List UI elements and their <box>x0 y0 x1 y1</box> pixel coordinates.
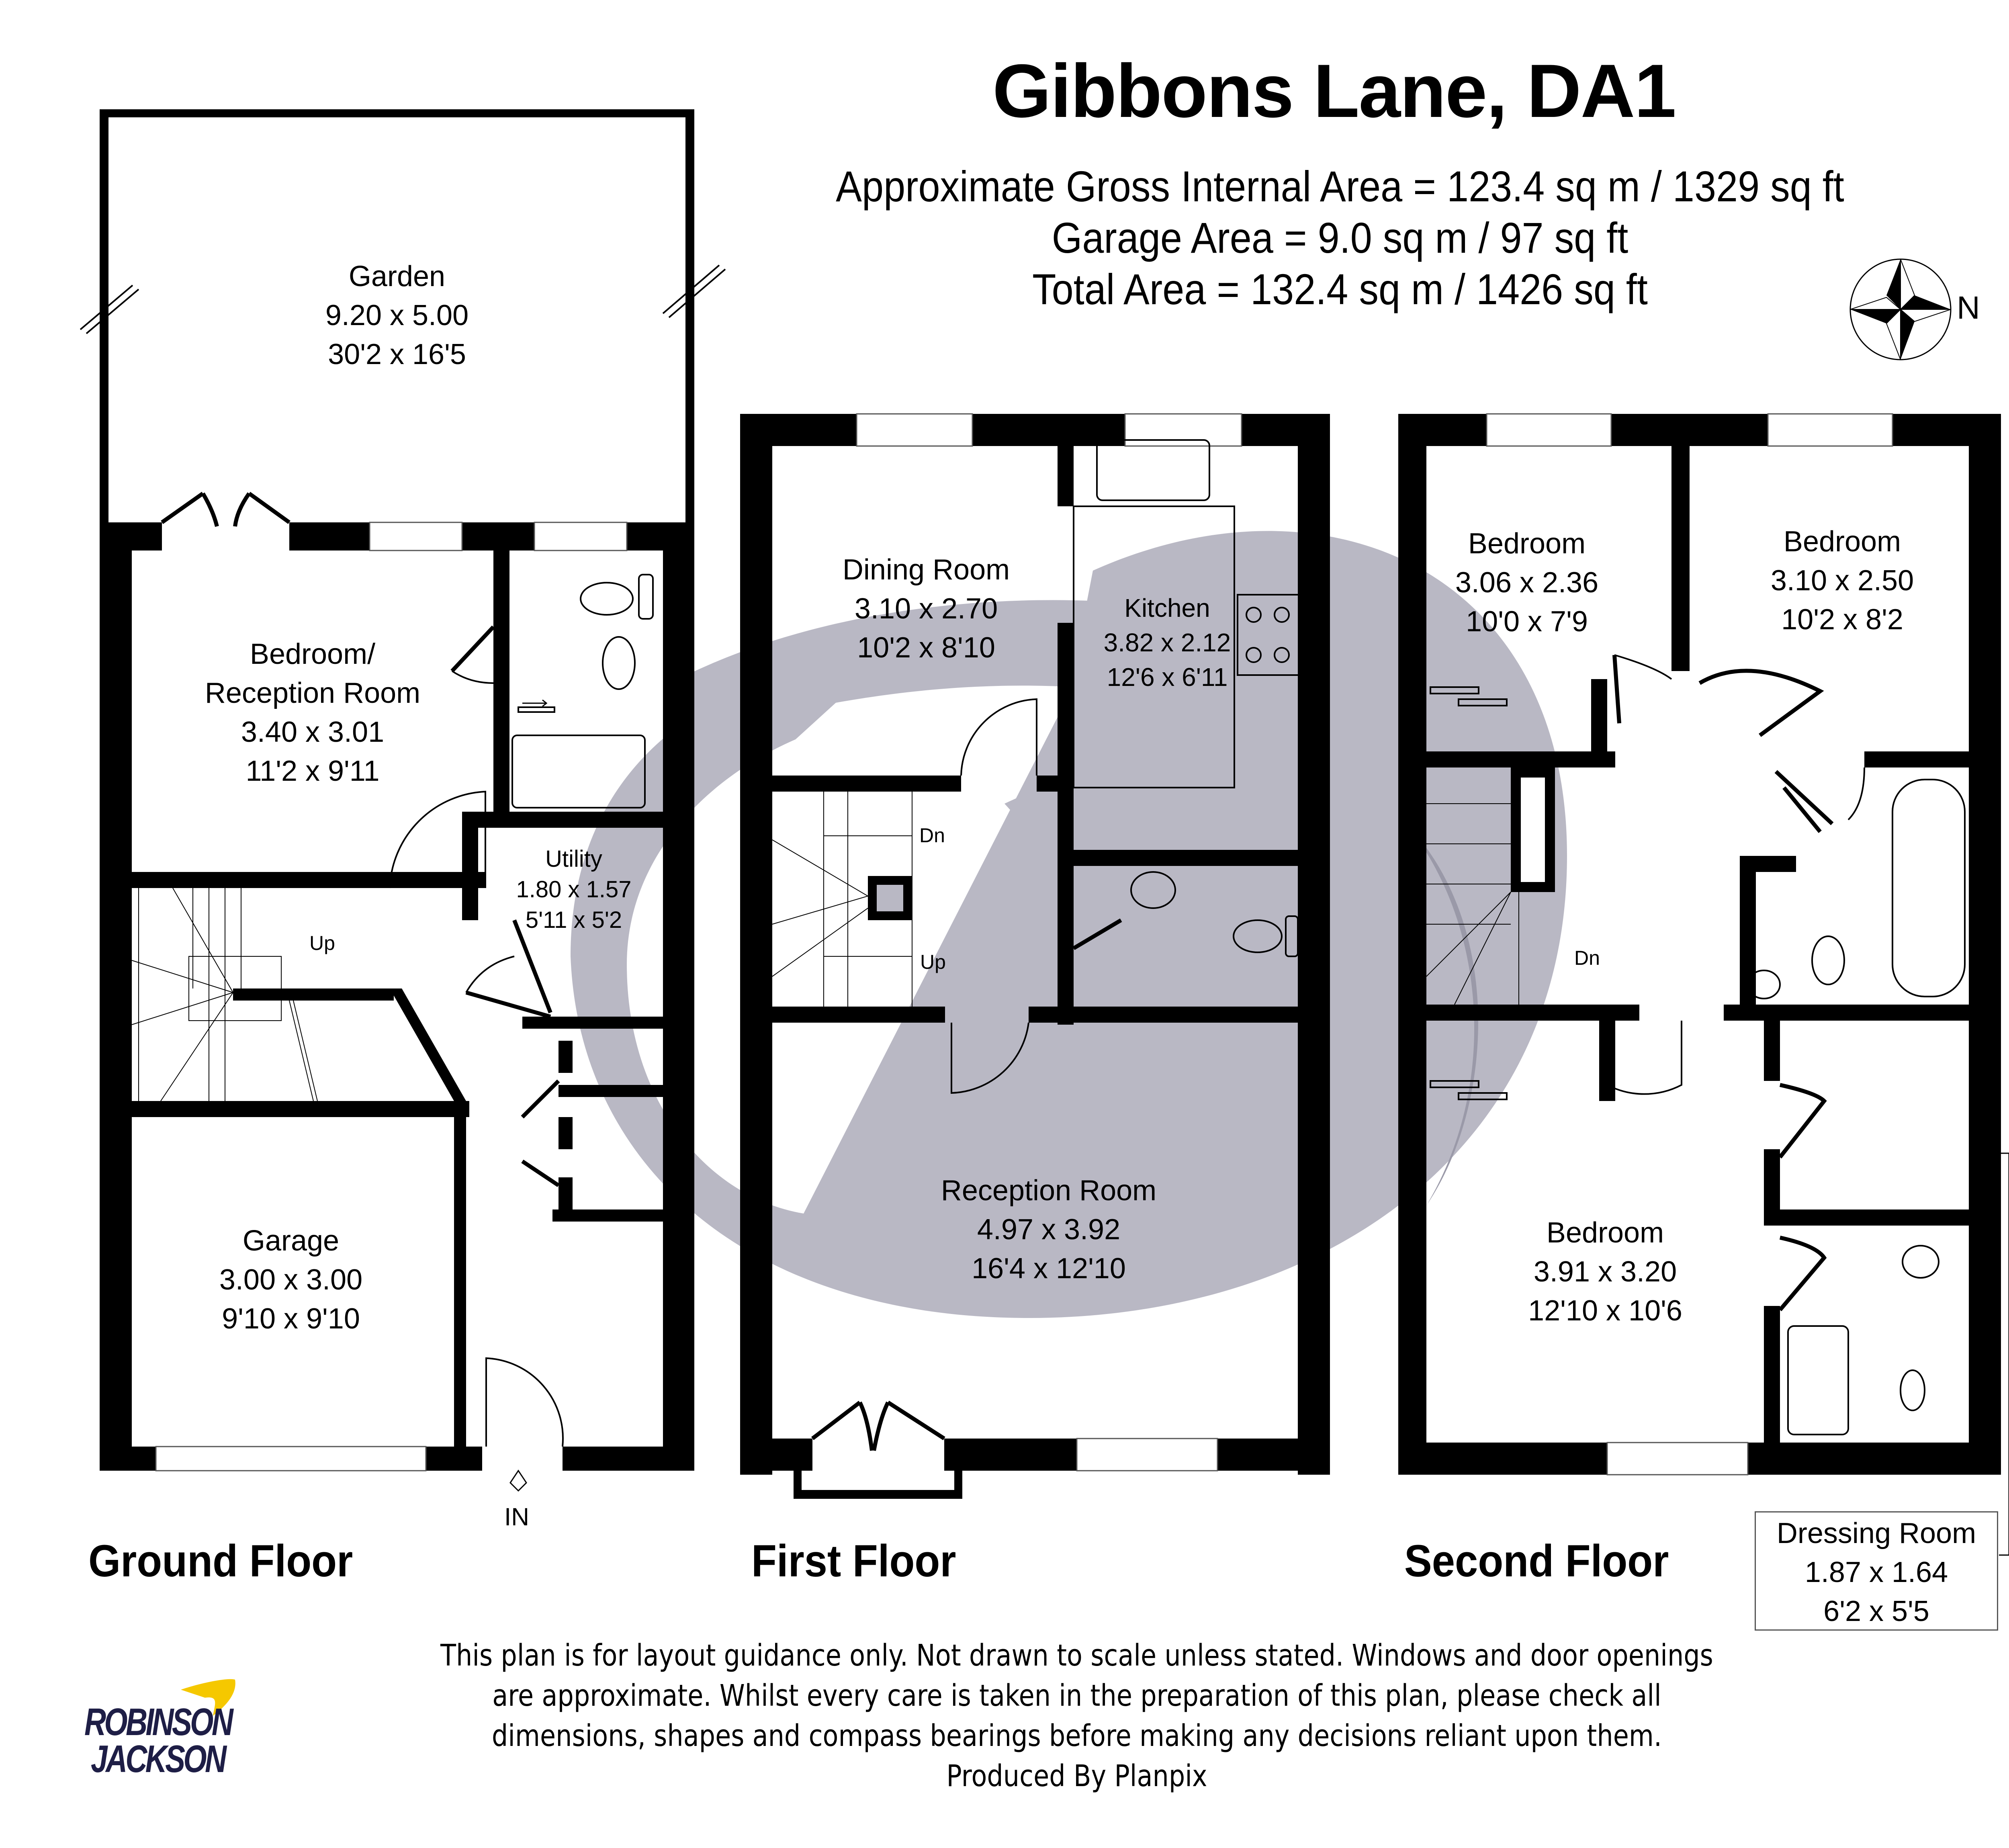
agent-logo: ROBINSON JACKSON <box>84 1701 253 1780</box>
room-name-line2: Reception Room <box>205 677 421 709</box>
disclaimer-line: This plan is for layout guidance only. N… <box>440 1638 1713 1673</box>
ground-floor-walls <box>80 109 726 1471</box>
second-floor-walls <box>1398 413 2001 1476</box>
room-utility: Utility 1.80 x 1.57 5'11 x 5'2 <box>516 844 632 935</box>
room-name: Bedroom <box>1468 528 1586 560</box>
room-bedroom-2b: Bedroom 3.10 x 2.50 10'2 x 8'2 <box>1771 522 1914 639</box>
room-name: Kitchen <box>1124 593 1210 622</box>
second-floor-fixtures <box>1426 654 2009 1556</box>
disclaimer: This plan is for layout guidance only. N… <box>427 1635 1727 1796</box>
room-imperial: 30'2 x 16'5 <box>328 338 466 370</box>
ground-floor-fixtures <box>131 491 654 1492</box>
room-name: Bedroom <box>1783 526 1901 558</box>
room-metric: 9.20 x 5.00 <box>325 299 469 332</box>
entrance-label: IN <box>504 1503 529 1531</box>
room-imperial: 12'10 x 10'6 <box>1528 1295 1682 1327</box>
room-metric: 3.10 x 2.50 <box>1770 565 1914 597</box>
room-dining: Dining Room 3.10 x 2.70 10'2 x 8'10 <box>843 551 1010 667</box>
room-imperial: 10'0 x 7'9 <box>1466 606 1588 638</box>
room-metric: 1.87 x 1.64 <box>1804 1556 1948 1588</box>
room-imperial: 9'10 x 9'10 <box>222 1303 360 1335</box>
room-garden: Garden 9.20 x 5.00 30'2 x 16'5 <box>325 257 468 374</box>
stairs-down-label: Dn <box>1574 947 1600 969</box>
room-imperial: 6'2 x 5'5 <box>1823 1595 1929 1627</box>
logo-line-1: ROBINSON <box>84 1701 233 1744</box>
first-floor-walls <box>740 413 1330 1499</box>
room-name: Utility <box>545 846 602 872</box>
room-name: Bedroom/ <box>250 638 376 670</box>
room-imperial: 11'2 x 9'11 <box>245 755 380 787</box>
stairs-down-label: Dn <box>919 824 945 847</box>
room-imperial: 12'6 x 6'11 <box>1107 663 1228 692</box>
room-name: Bedroom <box>1546 1217 1664 1249</box>
gross-internal-area: Approximate Gross Internal Area = 123.4 … <box>836 162 1844 211</box>
room-name: Reception Room <box>941 1175 1157 1207</box>
second-floor-label: Second Floor <box>1404 1536 1669 1586</box>
room-name: Garden <box>348 260 446 293</box>
ground-floor-label: Ground Floor <box>88 1536 353 1586</box>
room-reception: Reception Room 4.97 x 3.92 16'4 x 12'10 <box>941 1171 1156 1288</box>
room-metric: 3.10 x 2.70 <box>854 593 998 625</box>
compass-north-label: N <box>1957 290 1980 325</box>
room-imperial: 10'2 x 8'10 <box>857 632 995 664</box>
total-area: Total Area = 132.4 sq m / 1426 sq ft <box>1032 265 1648 313</box>
room-name: Dining Room <box>842 554 1010 586</box>
room-metric: 3.82 x 2.12 <box>1103 628 1231 657</box>
room-kitchen: Kitchen 3.82 x 2.12 12'6 x 6'11 <box>1104 591 1231 694</box>
room-imperial: 16'4 x 12'10 <box>972 1252 1126 1285</box>
room-metric: 3.40 x 3.01 <box>241 716 385 748</box>
stairs-up-label: Up <box>920 951 946 973</box>
first-floor-label: First Floor <box>751 1536 956 1586</box>
disclaimer-line: are approximate. Whilst every care is ta… <box>492 1678 1661 1713</box>
room-metric: 3.06 x 2.36 <box>1455 567 1599 599</box>
room-bedroom-reception: Bedroom/ Reception Room 3.40 x 3.01 11'2… <box>205 635 420 791</box>
room-name: Garage <box>242 1225 340 1257</box>
room-bedroom-2c: Bedroom 3.91 x 3.20 12'10 x 10'6 <box>1528 1214 1682 1330</box>
first-floor-fixtures <box>772 439 1299 1451</box>
logo-line-2: JACKSON <box>91 1737 227 1780</box>
room-imperial: 10'2 x 8'2 <box>1781 604 1903 636</box>
room-metric: 3.00 x 3.00 <box>219 1264 363 1296</box>
room-bedroom-2a: Bedroom 3.06 x 2.36 10'0 x 7'9 <box>1455 524 1598 641</box>
room-metric: 3.91 x 3.20 <box>1533 1256 1677 1288</box>
room-metric: 4.97 x 3.92 <box>977 1214 1121 1246</box>
room-metric: 1.80 x 1.57 <box>516 876 632 903</box>
room-garage: Garage 3.00 x 3.00 9'10 x 9'10 <box>219 1222 362 1338</box>
room-name: Dressing Room <box>1776 1517 1976 1549</box>
room-dressing: Dressing Room 1.87 x 1.64 6'2 x 5'5 <box>1777 1514 1976 1631</box>
room-imperial: 5'11 x 5'2 <box>525 907 622 933</box>
producer-credit: Produced By Planpix <box>946 1759 1207 1793</box>
compass-rose-icon <box>1849 258 1952 360</box>
logo-bird-icon <box>181 1679 235 1716</box>
garage-area: Garage Area = 9.0 sq m / 97 sq ft <box>1052 213 1628 262</box>
disclaimer-line: dimensions, shapes and compass bearings … <box>491 1719 1662 1753</box>
stairs-up-label: Up <box>309 932 335 954</box>
page-title: Gibbons Lane, DA1 <box>992 49 1676 133</box>
dressing-room-callout <box>1755 1511 1998 1631</box>
